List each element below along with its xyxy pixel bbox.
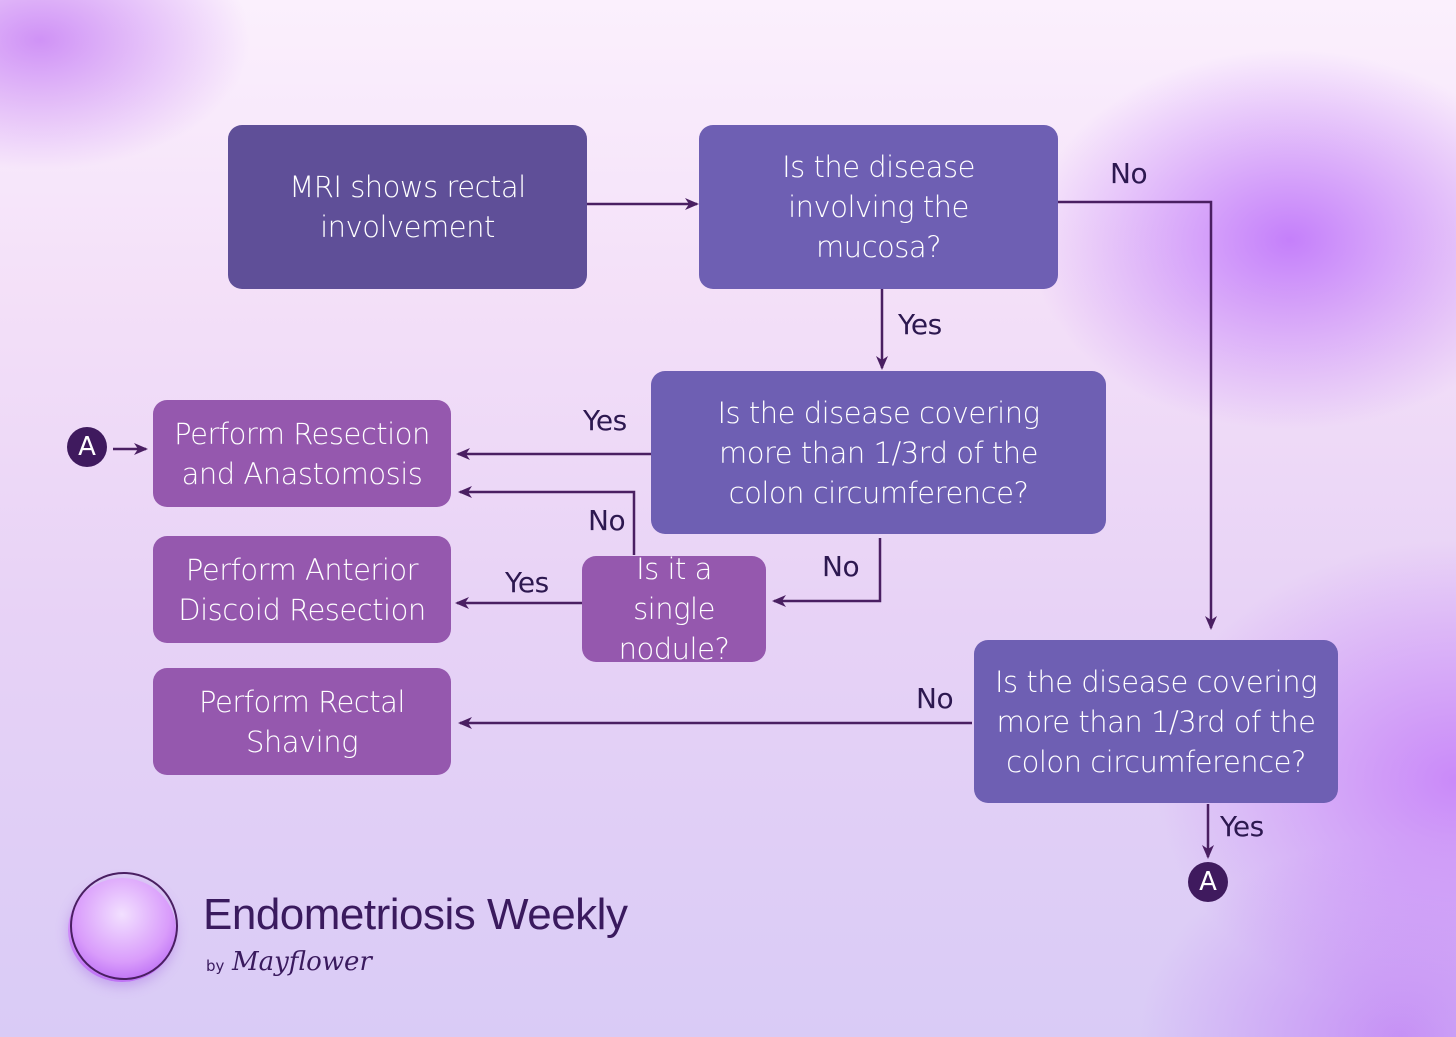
label-mucosa-yes: Yes: [898, 308, 942, 341]
label-mucosa-no: No: [1110, 157, 1148, 190]
mucosa-question-box: Is the disease involving the mucosa?: [699, 125, 1058, 289]
arrow-mucosa-no: [1058, 200, 1217, 630]
circumference-question-bottom-box: Is the disease covering more than 1/3rd …: [974, 640, 1338, 803]
single-nodule-question-box: Is it a single nodule?: [582, 552, 766, 666]
label-bottom-circ-no: No: [916, 682, 954, 715]
connector-a-entry: A: [67, 427, 107, 467]
label-nodule-yes: Yes: [505, 566, 549, 599]
brand-logo-orb: [68, 878, 176, 982]
label-top-circ-yes: Yes: [583, 404, 627, 437]
label-nodule-no: No: [588, 504, 626, 537]
mri-box: MRI shows rectal involvement: [228, 125, 587, 289]
connector-a-exit: A: [1188, 862, 1228, 902]
circumference-question-top-box: Is the disease covering more than 1/3rd …: [651, 371, 1106, 534]
label-top-circ-no: No: [822, 550, 860, 583]
discoid-box: Perform Anterior Discoid Resection: [153, 536, 451, 643]
label-bottom-circ-yes: Yes: [1220, 810, 1264, 843]
shaving-box: Perform Rectal Shaving: [153, 668, 451, 775]
resection-box: Perform Resection and Anastomosis: [153, 400, 451, 507]
brand-by: by: [206, 957, 225, 975]
brand-title: Endometriosis Weekly: [203, 890, 628, 939]
arrow-top-circ-no: [772, 538, 882, 607]
arrow-nodule-no: [458, 486, 636, 555]
brand-maker-logo: Mayflower: [232, 947, 372, 977]
